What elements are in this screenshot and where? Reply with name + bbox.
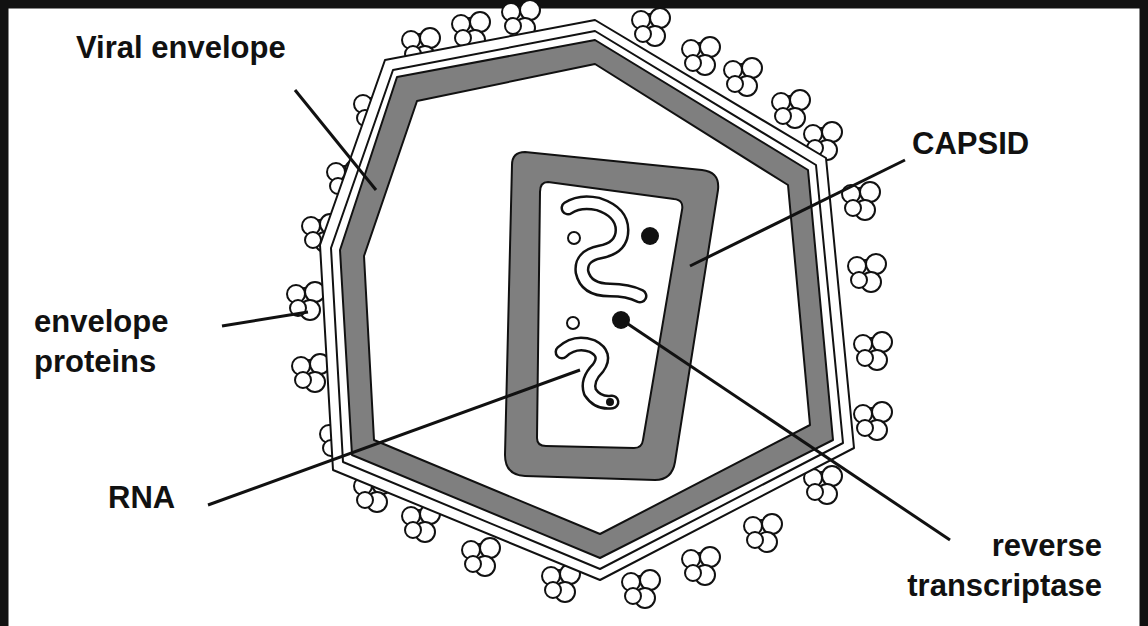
envelope-protein [405,522,421,538]
frame-border [4,4,1144,626]
envelope-protein [872,332,892,352]
envelope-protein [685,565,701,581]
envelope-protein [357,492,373,508]
envelope-protein [807,484,823,500]
leader-line [295,90,376,190]
viral-envelope [320,20,854,580]
envelope-protein-group [287,0,892,608]
envelope-protein [866,254,886,274]
envelope-protein [857,420,873,436]
envelope-protein [480,538,500,558]
envelope-protein [775,108,791,124]
part-label: CAPSID [912,124,1112,164]
part-label: Viral envelope [76,28,336,68]
envelope-protein [860,182,880,202]
envelope-protein [625,588,641,604]
envelope-protein [305,232,321,248]
envelope-protein [520,0,540,20]
envelope-protein [845,200,861,216]
envelope-protein [872,402,892,422]
envelope-protein [700,547,720,567]
small-circle [567,317,579,329]
part-label: reverse transcriptase [888,526,1102,605]
envelope-protein [465,556,481,572]
envelope-protein [822,466,842,486]
leader-line-group [208,90,950,540]
envelope-protein [685,55,701,71]
leader-line [625,322,950,540]
small-dot [606,398,614,406]
envelope-protein [790,90,810,110]
envelope-protein [505,18,521,34]
envelope-protein [650,8,670,28]
envelope-protein [747,532,763,548]
envelope-protein [420,28,440,48]
capsid-shell [505,152,718,480]
leader-line [690,160,905,266]
envelope-protein [700,37,720,57]
envelope-protein [742,58,762,78]
envelope-inner-line [331,31,843,569]
small-circle [568,232,580,244]
reverse-transcriptase-dot [641,227,659,245]
envelope-protein [822,122,842,142]
envelope-protein [295,372,311,388]
envelope-protein [470,12,490,32]
leader-line [208,370,580,505]
outer-shell [340,40,833,558]
envelope-protein [727,76,743,92]
envelope-protein [762,514,782,534]
envelope-protein [857,350,873,366]
reverse-transcriptase-dot [612,311,630,329]
part-label: envelope proteins [34,302,204,381]
envelope-protein [545,582,561,598]
envelope-protein [851,272,867,288]
envelope-protein [635,26,651,42]
part-label: RNA [108,478,228,518]
envelope-protein [640,570,660,590]
leader-line [222,312,308,326]
